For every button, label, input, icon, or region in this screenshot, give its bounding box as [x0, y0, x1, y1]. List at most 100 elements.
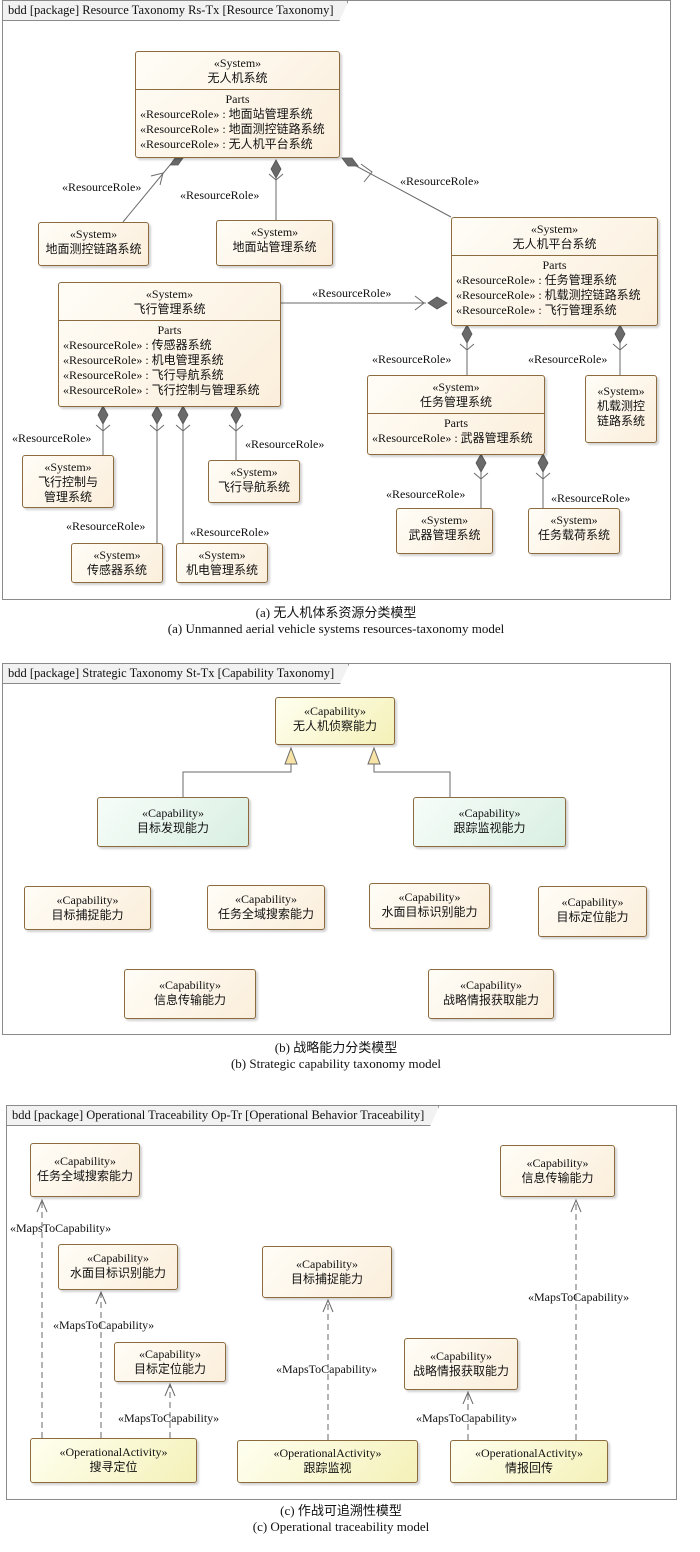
- ground-station-block[interactable]: «System» 地面站管理系统: [216, 220, 333, 266]
- role-label: «ResourceRole»: [400, 174, 480, 188]
- stereotype: «System»: [597, 384, 645, 398]
- role-label: «ResourceRole»: [551, 491, 631, 505]
- block-name: 地面测控链路系统: [45, 242, 142, 256]
- maps-label: «MapsToCapability»: [118, 1411, 220, 1425]
- activity-search-locate[interactable]: «OperationalActivity» 搜寻定位: [30, 1438, 197, 1483]
- panel-capability-taxonomy: bdd [package] Strategic Taxonomy St-Tx […: [2, 663, 671, 1035]
- trace-capability-intel[interactable]: «Capability» 战略情报获取能力: [404, 1338, 518, 1390]
- stereotype: «System»: [198, 548, 246, 562]
- capability-target-discovery[interactable]: «Capability» 目标发现能力: [97, 797, 249, 847]
- capability-search[interactable]: «Capability» 任务全域搜索能力: [207, 885, 325, 930]
- capability-name: 目标定位能力: [133, 1362, 206, 1376]
- stereotype: «System»: [530, 222, 579, 236]
- trace-capability-capture[interactable]: «Capability» 目标捕捉能力: [262, 1246, 392, 1298]
- caption-c-cn: (c) 作战可追溯性模型: [280, 1503, 402, 1518]
- flight-ctrl-block[interactable]: «System» 飞行控制与 管理系统: [22, 455, 114, 508]
- capability-surface[interactable]: «Capability» 水面目标识别能力: [369, 883, 490, 929]
- capability-name: 战略情报获取能力: [442, 993, 539, 1007]
- capability-locate[interactable]: «Capability» 目标定位能力: [538, 886, 647, 937]
- airborne-link-block[interactable]: «System» 机载测控 链路系统: [585, 375, 657, 443]
- role-label: «ResourceRole»: [66, 519, 146, 533]
- capability-tracking[interactable]: «Capability» 跟踪监视能力: [413, 797, 566, 847]
- part-item: «ResourceRole» : 地面站管理系统: [140, 107, 313, 121]
- role-label: «ResourceRole»: [190, 525, 270, 539]
- capability-name: 水面目标识别能力: [381, 905, 478, 919]
- block-name: 传感器系统: [86, 563, 147, 577]
- maps-label: «MapsToCapability»: [416, 1411, 518, 1425]
- stereotype: «System»: [250, 225, 299, 239]
- capability-name: 无人机侦察能力: [292, 719, 377, 733]
- capability-transmit[interactable]: «Capability» 信息传输能力: [124, 969, 256, 1019]
- activity-name: 搜寻定位: [89, 1460, 138, 1474]
- weapon-block[interactable]: «System» 武器管理系统: [396, 508, 493, 554]
- stereotype: «Capability»: [87, 1251, 149, 1265]
- role-label: «ResourceRole»: [528, 352, 608, 366]
- capability-name: 信息传输能力: [153, 993, 226, 1007]
- stereotype: «System»: [432, 380, 480, 394]
- capability-intel[interactable]: «Capability» 战略情报获取能力: [428, 969, 554, 1019]
- block-name: 机载测控: [596, 399, 645, 413]
- flight-nav-block[interactable]: «System» 飞行导航系统: [208, 460, 300, 503]
- stereotype: «OperationalActivity»: [273, 1446, 382, 1460]
- parts-heading: Parts: [225, 92, 250, 106]
- electromech-block[interactable]: «System» 机电管理系统: [176, 543, 268, 583]
- stereotype: «Capability»: [398, 890, 461, 904]
- caption-a-cn: (a) 无人机体系资源分类模型: [255, 605, 417, 620]
- panel-b-connectors: [182, 746, 451, 797]
- block-name: 飞行导航系统: [217, 480, 290, 494]
- caption-c-en: (c) Operational traceability model: [252, 1519, 430, 1534]
- capability-name: 战略情报获取能力: [412, 1364, 509, 1378]
- block-name: 管理系统: [43, 490, 92, 504]
- stereotype: «System»: [69, 227, 118, 241]
- ground-link-block[interactable]: «System» 地面测控链路系统: [38, 222, 149, 266]
- platform-block[interactable]: «System» 无人机平台系统 Parts «ResourceRole» : …: [451, 217, 658, 326]
- mission-mgmt-block[interactable]: «System» 任务管理系统 Parts «ResourceRole» : 武…: [367, 375, 545, 455]
- activity-track[interactable]: «OperationalActivity» 跟踪监视: [237, 1440, 418, 1483]
- parts-heading: Parts: [444, 416, 468, 430]
- part-item: «ResourceRole» : 无人机平台系统: [140, 137, 313, 151]
- stereotype: «OperationalActivity»: [475, 1446, 583, 1460]
- part-item: «ResourceRole» : 任务管理系统: [456, 273, 617, 287]
- part-item: «ResourceRole» : 地面测控链路系统: [140, 122, 325, 136]
- capability-name: 目标定位能力: [556, 910, 629, 924]
- part-item: «ResourceRole» : 传感器系统: [63, 338, 212, 352]
- capability-capture[interactable]: «Capability» 目标捕捉能力: [24, 886, 151, 930]
- capability-name: 目标捕捉能力: [51, 908, 124, 922]
- activity-name: 跟踪监视: [303, 1461, 352, 1475]
- block-name: 链路系统: [596, 414, 645, 428]
- block-name: 机电管理系统: [185, 563, 258, 577]
- stereotype: «Capability»: [56, 893, 119, 907]
- stereotype: «Capability»: [235, 892, 297, 906]
- uav-system-block[interactable]: «System» 无人机系统 Parts «ResourceRole» : 地面…: [135, 51, 340, 158]
- role-label: «ResourceRole»: [12, 431, 92, 445]
- capability-name: 任务全域搜索能力: [36, 1169, 133, 1183]
- stereotype: «OperationalActivity»: [59, 1445, 168, 1459]
- trace-capability-transmit[interactable]: «Capability» 信息传输能力: [500, 1145, 615, 1197]
- capability-name: 任务全域搜索能力: [217, 907, 314, 921]
- sensor-block[interactable]: «System» 传感器系统: [71, 543, 163, 583]
- trace-capability-locate[interactable]: «Capability» 目标定位能力: [114, 1342, 226, 1382]
- trace-capability-search[interactable]: «Capability» 任务全域搜索能力: [30, 1143, 140, 1197]
- trace-capability-surface[interactable]: «Capability» 水面目标识别能力: [58, 1244, 178, 1290]
- part-item: «ResourceRole» : 机电管理系统: [63, 353, 224, 367]
- capability-name: 水面目标识别能力: [69, 1266, 166, 1280]
- part-item: «ResourceRole» : 飞行管理系统: [456, 303, 617, 317]
- maps-label: «MapsToCapability»: [528, 1290, 630, 1304]
- payload-block[interactable]: «System» 任务载荷系统: [528, 508, 620, 554]
- flight-mgmt-block[interactable]: «System» 飞行管理系统 Parts «ResourceRole» : 传…: [58, 282, 281, 407]
- block-name: 飞行控制与: [37, 475, 98, 489]
- part-item: «ResourceRole» : 飞行控制与管理系统: [63, 383, 260, 397]
- caption-b-cn: (b) 战略能力分类模型: [274, 1040, 398, 1055]
- stereotype: «System»: [44, 460, 92, 474]
- role-label: «ResourceRole»: [245, 437, 325, 451]
- block-name: 无人机平台系统: [512, 237, 597, 251]
- role-label: «ResourceRole»: [180, 188, 260, 202]
- panel-a-connectors: [95, 157, 628, 543]
- caption-b-en: (b) Strategic capability taxonomy model: [230, 1056, 442, 1071]
- stereotype: «System»: [420, 513, 469, 527]
- activity-report[interactable]: «OperationalActivity» 情报回传: [450, 1440, 608, 1483]
- maps-label: «MapsToCapability»: [53, 1318, 155, 1332]
- capability-recon[interactable]: «Capability» 无人机侦察能力: [275, 697, 395, 745]
- block-name: 飞行管理系统: [133, 302, 206, 316]
